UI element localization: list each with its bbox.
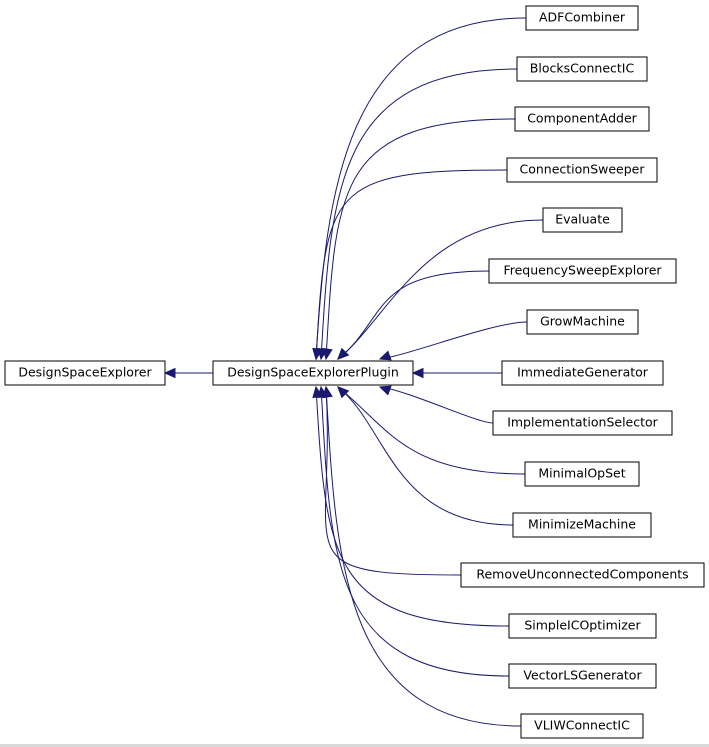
node-component-adder[interactable]: ComponentAdder	[514, 106, 650, 132]
node-design-space-explorer-plugin[interactable]: DesignSpaceExplorerPlugin	[212, 360, 414, 386]
edge-growmachine	[379, 321, 528, 360]
node-label-implementation-selector: ImplementationSelector	[507, 415, 658, 430]
node-label-blocks-connect-ic: BlocksConnectIC	[530, 61, 635, 76]
node-label-vector-ls-generator: VectorLSGenerator	[523, 668, 642, 683]
node-label-evaluate: Evaluate	[555, 212, 610, 227]
node-label-remove-unconnected-components: RemoveUnconnectedComponents	[476, 567, 688, 582]
edge-adfcombiner	[315, 17, 527, 360]
node-label-simple-ic-optimizer: SimpleICOptimizer	[524, 618, 641, 633]
edge-connectionsweeper	[315, 169, 508, 360]
arrowhead-3	[312, 347, 323, 361]
node-blocks-connect-ic[interactable]: BlocksConnectIC	[516, 56, 648, 82]
node-label-vliw-connect-ic: VLIWConnectIC	[534, 718, 630, 733]
node-minimize-machine[interactable]: MinimizeMachine	[512, 512, 652, 538]
edge-vliwconnectic	[325, 386, 522, 727]
node-implementation-selector[interactable]: ImplementationSelector	[492, 410, 673, 436]
node-simple-ic-optimizer[interactable]: SimpleICOptimizer	[508, 613, 657, 639]
node-label-immediate-generator: ImmediateGenerator	[517, 365, 649, 380]
node-vector-ls-generator[interactable]: VectorLSGenerator	[508, 663, 657, 689]
edge-implementationselector	[379, 386, 494, 424]
node-remove-unconnected-components[interactable]: RemoveUnconnectedComponents	[460, 562, 705, 588]
node-grow-machine[interactable]: GrowMachine	[526, 309, 639, 335]
edge-componentadder	[325, 118, 516, 360]
arrowhead-14	[322, 385, 333, 399]
inheritance-edges	[163, 17, 544, 727]
arrowhead-10	[337, 386, 350, 399]
arrowhead-2	[322, 347, 333, 361]
arrowhead-5	[337, 347, 350, 360]
node-label-adf-combiner: ADFCombiner	[539, 10, 626, 25]
arrowhead-7	[411, 367, 424, 379]
node-connection-sweeper[interactable]: ConnectionSweeper	[506, 157, 658, 183]
node-immediate-generator[interactable]: ImmediateGenerator	[501, 360, 664, 386]
node-adf-combiner[interactable]: ADFCombiner	[525, 5, 639, 31]
arrowhead-8	[378, 385, 392, 396]
bottom-divider	[0, 744, 709, 747]
arrowhead-6	[378, 350, 392, 361]
edge-vectorlsgenerator	[320, 386, 510, 677]
node-minimal-op-set[interactable]: MinimalOpSet	[524, 461, 640, 487]
node-label-frequency-sweep-explorer: FrequencySweepExplorer	[503, 263, 662, 278]
edge-evaluate	[337, 219, 544, 360]
node-vliw-connect-ic[interactable]: VLIWConnectIC	[520, 713, 644, 739]
node-label-minimize-machine: MinimizeMachine	[528, 517, 636, 532]
node-evaluate[interactable]: Evaluate	[542, 207, 623, 233]
edge-minimalopset	[337, 386, 526, 475]
node-label-minimal-op-set: MinimalOpSet	[538, 466, 625, 481]
node-frequency-sweep-explorer[interactable]: FrequencySweepExplorer	[488, 258, 677, 284]
edge-removeunconnectedcomponents	[324, 386, 462, 576]
edge-blocksconnectic	[320, 68, 518, 360]
node-label-connection-sweeper: ConnectionSweeper	[519, 162, 645, 177]
node-label-component-adder: ComponentAdder	[527, 111, 637, 126]
node-label-design-space-explorer: DesignSpaceExplorer	[18, 365, 152, 380]
edge-simpleicoptimizer	[315, 386, 510, 627]
node-label-grow-machine: GrowMachine	[540, 314, 625, 329]
node-design-space-explorer[interactable]: DesignSpaceExplorer	[4, 360, 166, 386]
edge-minimizemachine	[337, 386, 514, 526]
edge-frequencysweepexplorer	[337, 270, 490, 360]
arrowhead-root	[163, 367, 176, 379]
node-label-design-space-explorer-plugin: DesignSpaceExplorerPlugin	[227, 365, 399, 380]
